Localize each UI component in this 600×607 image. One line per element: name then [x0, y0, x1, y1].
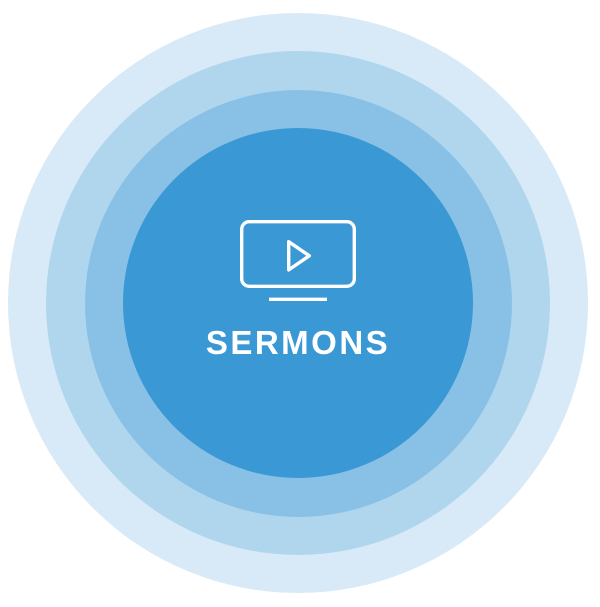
sermons-label: SERMONS: [205, 324, 391, 361]
tv-screen-outline: [240, 220, 356, 288]
play-triangle-icon: [287, 240, 311, 272]
tv-play-icon: [240, 220, 356, 302]
sermons-button[interactable]: SERMONS: [123, 128, 473, 478]
